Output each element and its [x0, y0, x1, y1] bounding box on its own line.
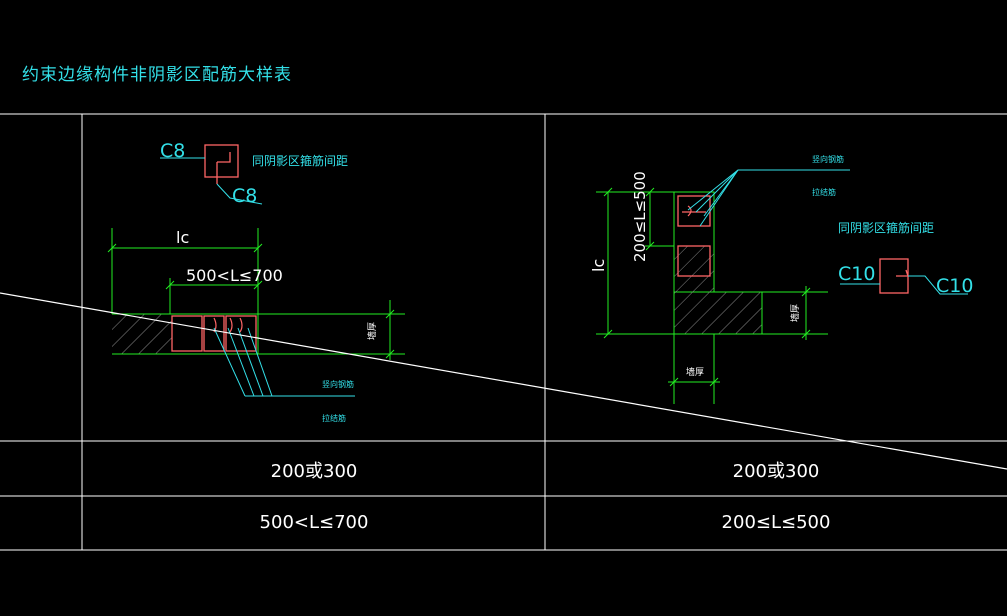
- table-cell-right-row2: 200或300: [732, 461, 820, 482]
- left-leaders: [213, 327, 355, 397]
- left-leader-note-1: 竖向钢筋: [322, 379, 354, 389]
- left-tie-label-bottom: C8: [232, 185, 257, 207]
- right-side-width-dimension: [801, 286, 811, 340]
- table-cell-left-row3: 500<L≤700: [259, 512, 369, 533]
- left-detail: C8 C8 同阴影区箍筋间距 lc 500<L≤700: [107, 140, 405, 423]
- right-leader-note-1: 竖向钢筋: [812, 154, 844, 164]
- left-tie-note: 同阴影区箍筋间距: [252, 153, 348, 168]
- right-leaders: [687, 169, 850, 227]
- left-lc-dimension: [107, 228, 263, 314]
- right-column-shape: [673, 191, 828, 378]
- right-leader-note-2: 拉结筋: [812, 187, 836, 197]
- left-leader-note-2: 拉结筋: [322, 413, 346, 423]
- left-range-dimension: [165, 278, 263, 314]
- right-tie-label-left: C10: [838, 263, 875, 285]
- left-width-dimension: [385, 300, 395, 360]
- left-lc-label: lc: [176, 228, 189, 247]
- left-tie-label-top: C8: [160, 140, 185, 162]
- left-width-label: 墙厚: [366, 322, 378, 340]
- right-lc-label: lc: [589, 259, 608, 272]
- right-tie-label-right: C10: [936, 275, 973, 297]
- right-lc-dimension: [596, 187, 674, 339]
- left-range-label: 500<L≤700: [186, 266, 283, 285]
- right-detail: lc 200≤L≤500 墙厚 墙厚: [589, 154, 973, 404]
- table-cell-left-row2: 200或300: [270, 461, 358, 482]
- right-range-dimension: [645, 187, 674, 251]
- right-bottom-width-dimension: [668, 377, 720, 404]
- left-wall-band: [112, 313, 405, 355]
- table-cell-right-row3: 200≤L≤500: [721, 512, 831, 533]
- diagonal-line: [0, 292, 1007, 470]
- left-tie-symbol: [160, 144, 263, 205]
- right-side-width-label: 墙厚: [789, 304, 801, 322]
- right-tie-note: 同阴影区箍筋间距: [838, 220, 934, 235]
- right-range-label: 200≤L≤500: [631, 171, 649, 262]
- right-tie-symbol: [840, 258, 968, 295]
- drawing-title: 约束边缘构件非阴影区配筋大样表: [22, 65, 292, 85]
- table-grid: [0, 113, 1007, 551]
- right-bottom-width-label: 墙厚: [686, 366, 704, 378]
